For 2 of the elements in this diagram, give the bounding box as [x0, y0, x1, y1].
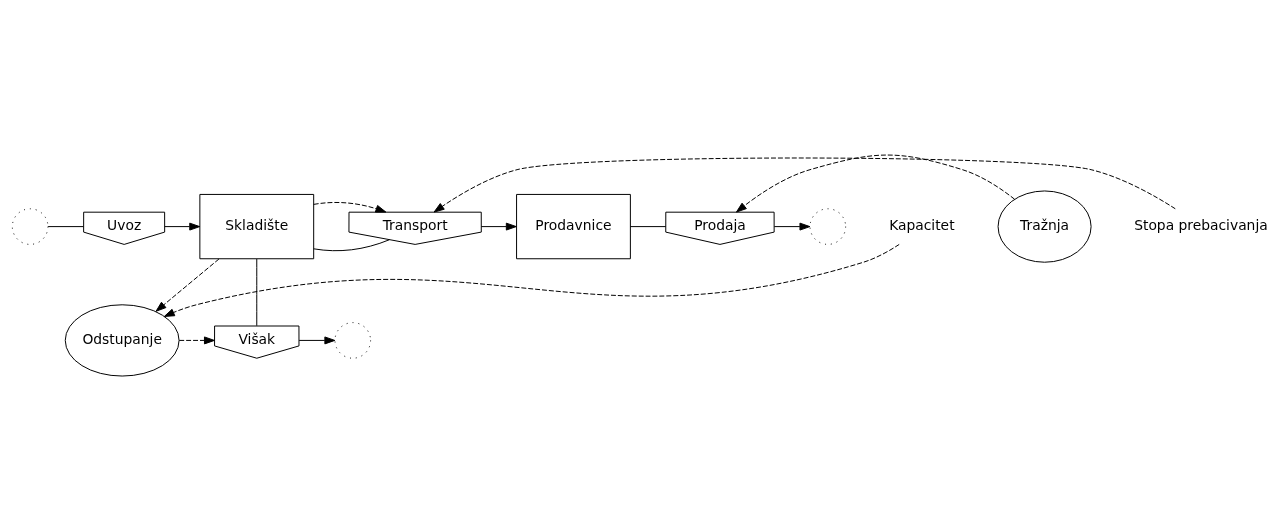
node-text: Kapacitet	[889, 217, 955, 234]
node-text: Stopa prebacivanja	[1134, 217, 1268, 234]
